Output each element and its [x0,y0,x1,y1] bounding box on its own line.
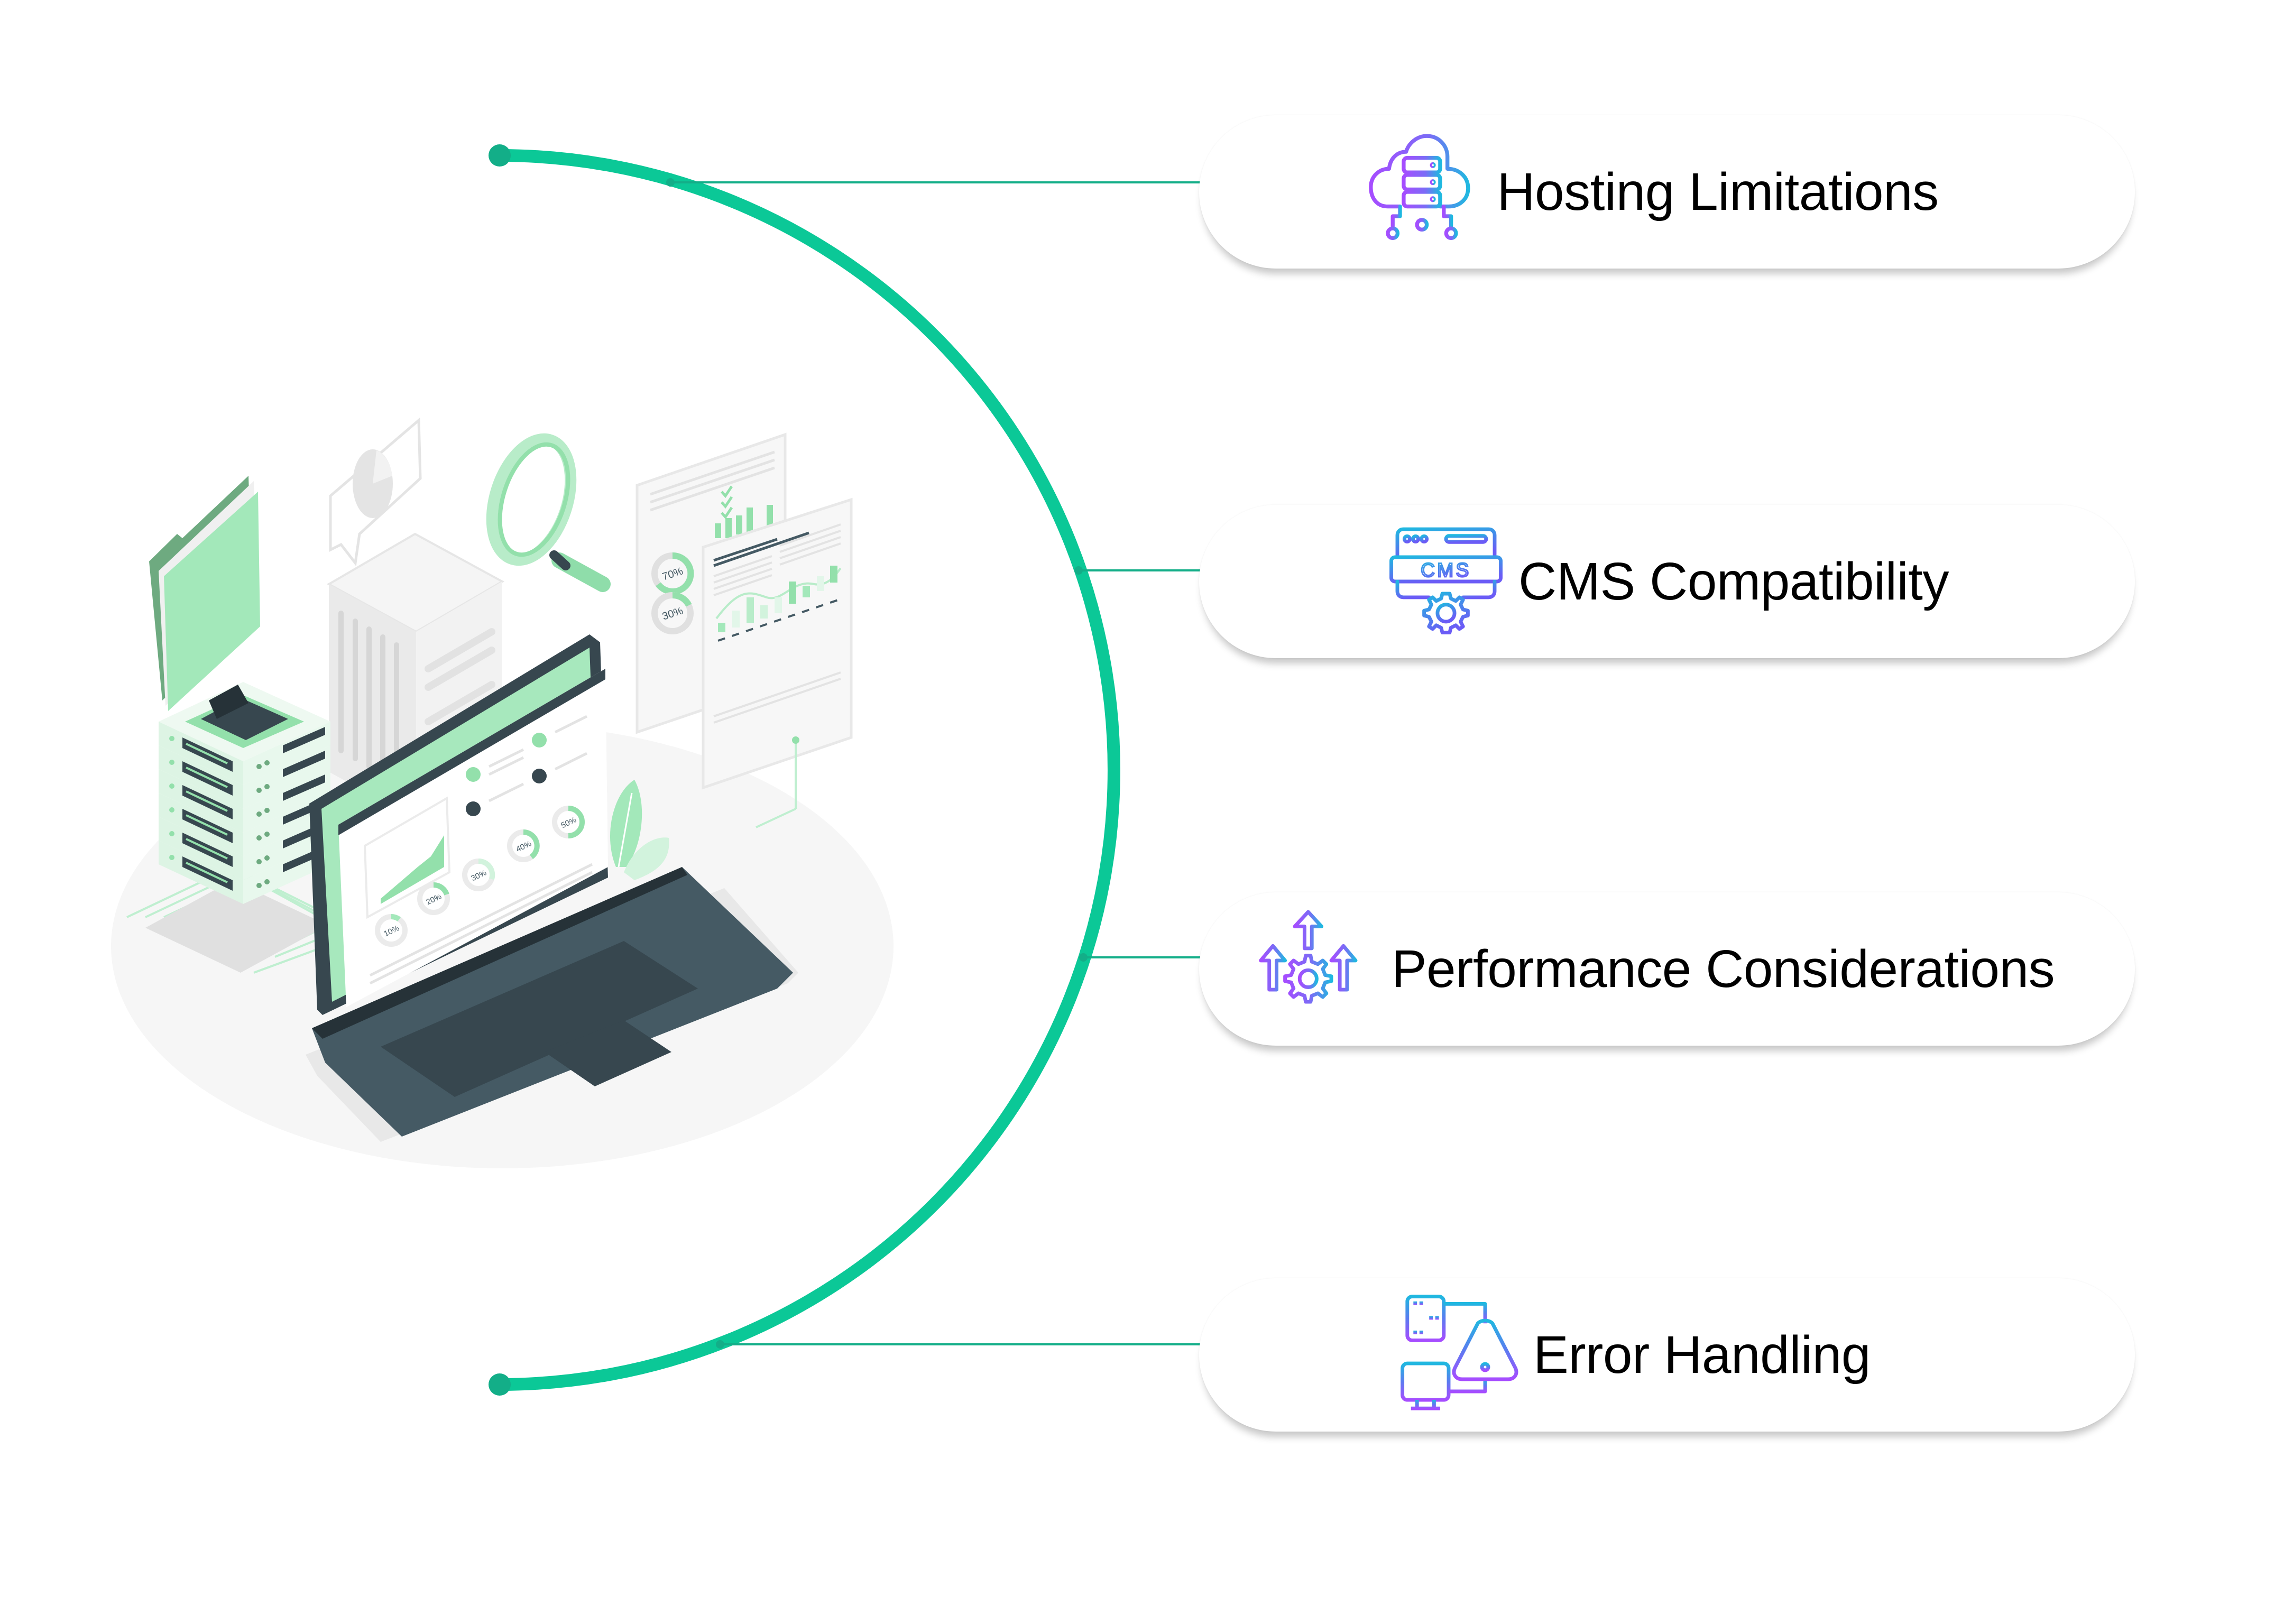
folder-graphic [149,476,260,711]
arrows-up-gear-icon [1258,908,1380,1030]
rack-unit [159,793,330,856]
server-rack-graphic [145,583,330,973]
pie-bubble-graphic [329,417,422,567]
item-card-hosting-limitations: Hosting Limitations [1199,115,2135,269]
laptop-graphic: 10% 20% 30% 40% [306,634,798,1142]
arc-end-bottom-dot [489,1373,511,1396]
laptop-trackpad [545,1020,671,1086]
rack-unit [159,769,330,833]
item-label: CMS Compatibility [1518,551,1949,611]
item-label: Performance Considerations [1391,939,2055,999]
server-monitor-warning-icon [1400,1294,1522,1416]
laptop-keyboard [381,941,698,1097]
connector-2 [1074,566,1200,575]
item-label: Error Handling [1533,1325,1871,1385]
connector-3 [1079,953,1200,962]
item-label: Hosting Limitations [1497,162,1939,222]
connector-4 [716,1340,1200,1349]
item-card-error-handling: Error Handling [1199,1278,2135,1432]
svg-text:CMS: CMS [1421,559,1471,581]
rack-unit [159,817,330,880]
chart-document-graphic [702,497,853,828]
timeline-arc [493,149,1121,1391]
rack-top-terminal [159,682,330,761]
item-card-performance-considerations: Performance Considerations [1199,892,2135,1046]
rack-unit [159,745,330,809]
magnifier-graphic [486,433,611,592]
plant-graphic [610,780,669,880]
rack-unit [159,722,330,785]
item-card-cms-compatibility: CMS CMS Compatibility [1199,505,2135,658]
cloud-server-network-icon [1364,131,1485,253]
cms-browser-gear-icon: CMS [1385,521,1507,642]
connector-1 [666,178,1200,187]
arc-end-top-dot [489,144,511,167]
